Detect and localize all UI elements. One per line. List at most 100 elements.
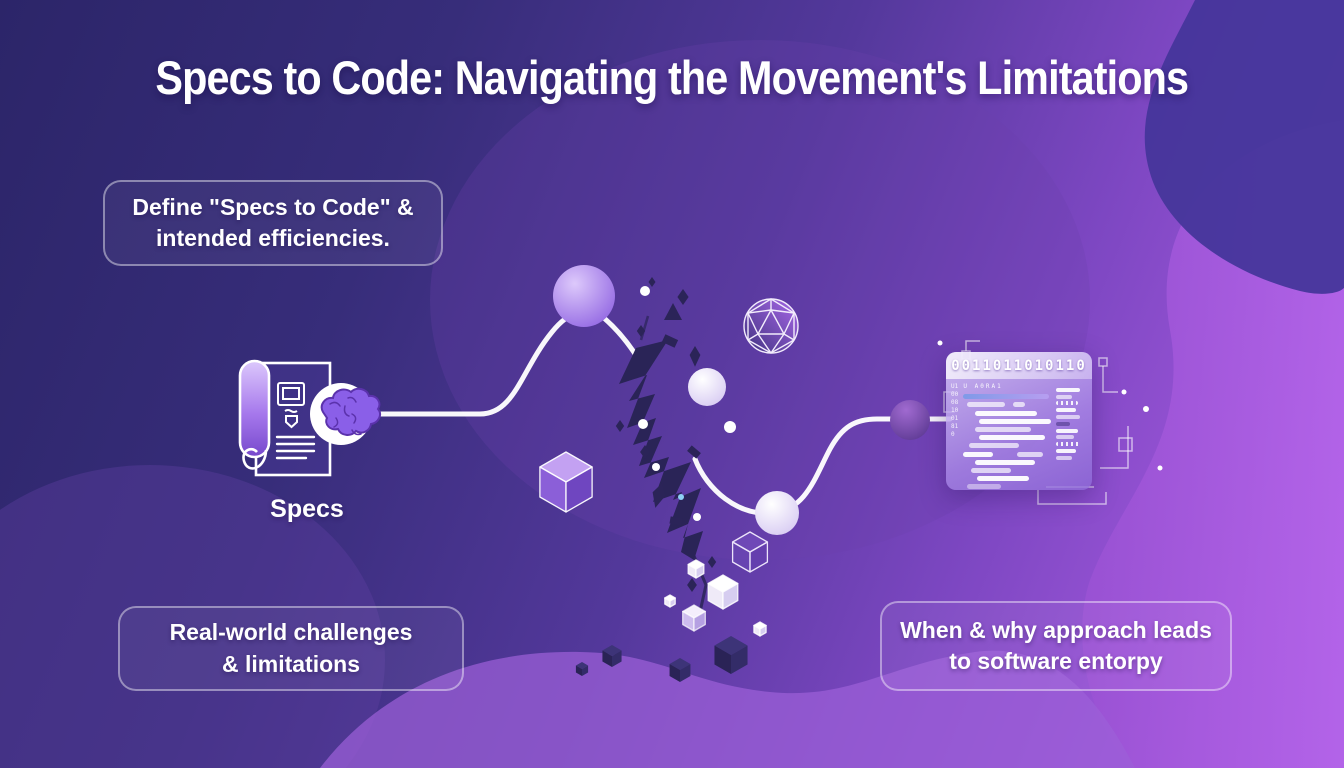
cube-wire [731, 531, 769, 573]
dot [1121, 389, 1127, 395]
code-line [963, 394, 1051, 400]
journey-path [369, 308, 953, 516]
debris-shards [615, 277, 717, 592]
code-bar [967, 484, 1002, 490]
debris-shard [648, 277, 656, 287]
minimap-bar [1056, 435, 1075, 440]
bottom-wave-blob [320, 650, 1135, 768]
cube-white [664, 594, 676, 608]
spec-scroll-icon [238, 359, 332, 477]
cube-dark [575, 662, 589, 676]
cube-purple [539, 451, 593, 513]
valley-sphere [755, 491, 799, 535]
code-line [963, 435, 1051, 441]
code-bar [969, 443, 1020, 449]
code-bar [1013, 402, 1026, 408]
code-bar [975, 426, 1032, 432]
dot [638, 419, 648, 429]
debris-shard [664, 303, 682, 320]
hill-sphere [553, 265, 615, 327]
minimap-bar [1056, 455, 1073, 460]
code-bar [979, 435, 1046, 441]
callout-define-specs: Define "Specs to Code" & intended effici… [103, 180, 443, 266]
code-minimap [1056, 383, 1086, 492]
debris-shard [640, 445, 650, 459]
code-line [963, 410, 1051, 416]
code-bar [963, 451, 994, 457]
dot [724, 421, 736, 433]
minimap-bar [1056, 421, 1071, 426]
dot [652, 463, 660, 471]
scatter-dots [638, 286, 1163, 521]
dot [937, 340, 943, 346]
code-bar [963, 394, 1050, 400]
dot [1143, 406, 1149, 412]
callout-challenges-text: Real-world challenges & limitations [169, 619, 413, 677]
code-line [963, 426, 1051, 432]
code-bar [975, 459, 1036, 465]
minimap-bar [1056, 414, 1081, 419]
falling-cubes [539, 451, 769, 682]
callout-define-text: Define "Specs to Code" & intended effici… [132, 193, 414, 251]
dot [693, 513, 701, 521]
code-lines: U A0RA1 [963, 383, 1052, 492]
minimap-bar [1056, 394, 1073, 399]
minimap-bar [1056, 428, 1079, 433]
code-line [963, 451, 1051, 457]
path-segment-right [692, 416, 953, 516]
code-body: U100081001810 U A0RA1 [946, 379, 1092, 496]
debris-shard [687, 445, 701, 459]
code-bar [1017, 451, 1044, 457]
spec-text-lines [275, 435, 316, 460]
mid-sphere [688, 368, 726, 406]
code-window: 0011011010110 U100081001810 U A0RA1 [946, 352, 1092, 490]
debris-shard [687, 578, 697, 592]
code-line [963, 467, 1051, 473]
geodesic-sphere-icon [743, 298, 799, 354]
code-bar [967, 402, 1006, 408]
debris-shard [677, 289, 689, 305]
minimap-bar [1056, 387, 1081, 392]
dark-sphere [890, 400, 930, 440]
minimap-bar [1056, 408, 1077, 413]
code-bar [977, 476, 1030, 482]
minimap-bar [1056, 401, 1079, 406]
top-right-dark-blob [1144, 0, 1344, 294]
cube-dark [714, 636, 748, 674]
callout-entropy: When & why approach leads to software en… [880, 601, 1232, 691]
minimap-bar [1056, 442, 1081, 447]
callout-challenges: Real-world challenges & limitations [118, 606, 464, 691]
cube-lav [682, 604, 706, 632]
code-line [963, 402, 1051, 408]
cube-white [753, 621, 767, 637]
debris-shard [661, 334, 679, 348]
scroll-curl [242, 448, 268, 470]
code-bar [975, 410, 1038, 416]
code-line [963, 418, 1052, 424]
code-bar [979, 418, 1052, 424]
callout-entropy-text: When & why approach leads to software en… [900, 616, 1212, 674]
cube-dark [669, 658, 691, 682]
debris-shard [669, 516, 683, 526]
debris-shard [652, 483, 666, 508]
brain-badge [310, 383, 381, 445]
dot [640, 286, 650, 296]
code-bar [971, 467, 1012, 473]
cube-dark [602, 645, 622, 667]
dot [678, 494, 684, 500]
specs-label: Specs [270, 495, 344, 523]
brain-icon [320, 387, 381, 436]
dot [1157, 465, 1163, 471]
debris-shard [689, 346, 701, 367]
code-line [963, 484, 1051, 490]
spec-figure-icon [277, 382, 305, 429]
path-segment-left [369, 308, 642, 417]
code-line [963, 443, 1051, 449]
minimap-bar [1056, 448, 1077, 453]
debris-shard [707, 556, 717, 568]
code-line [963, 459, 1051, 465]
code-line [963, 476, 1051, 482]
line-numbers: U100081001810 [951, 383, 959, 438]
